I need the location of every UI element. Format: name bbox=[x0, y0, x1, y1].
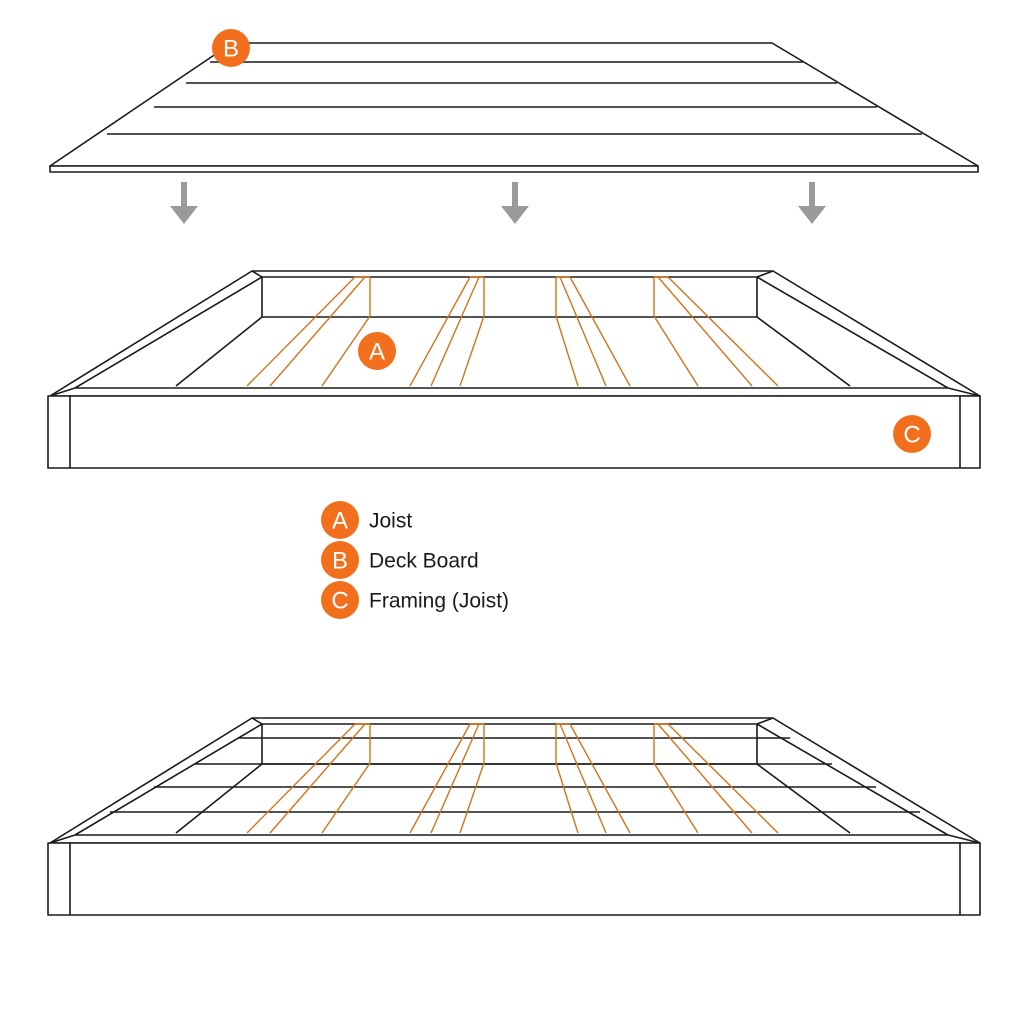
svg-text:Framing (Joist): Framing (Joist) bbox=[369, 590, 509, 613]
joist bbox=[653, 723, 779, 834]
joist bbox=[653, 276, 779, 387]
joist bbox=[246, 723, 371, 834]
joist bbox=[246, 276, 371, 387]
svg-text:A: A bbox=[332, 508, 348, 535]
badge-joist: A bbox=[358, 332, 396, 370]
down-arrow-icon bbox=[170, 182, 198, 224]
down-arrow-icon bbox=[798, 182, 826, 224]
down-arrow-icon bbox=[501, 182, 529, 224]
badge-framing: C bbox=[893, 415, 931, 453]
joist bbox=[555, 723, 631, 834]
joists bbox=[246, 723, 779, 834]
svg-text:B: B bbox=[223, 36, 239, 63]
joist bbox=[555, 276, 631, 387]
svg-text:C: C bbox=[331, 588, 348, 615]
legend-item-framing: C Framing (Joist) bbox=[321, 581, 509, 619]
legend-item-deck-board: B Deck Board bbox=[321, 541, 479, 579]
svg-text:A: A bbox=[369, 339, 385, 366]
legend-item-joist: A Joist bbox=[321, 501, 412, 539]
assembled-deck bbox=[47, 717, 981, 916]
joists bbox=[246, 276, 779, 387]
joist bbox=[409, 276, 485, 387]
svg-text:Deck Board: Deck Board bbox=[369, 550, 479, 573]
svg-text:C: C bbox=[903, 422, 920, 449]
deck-board-panel bbox=[49, 42, 979, 173]
legend: A Joist B Deck Board C Framing (Joist) bbox=[321, 501, 509, 619]
svg-text:Joist: Joist bbox=[369, 510, 412, 533]
framing bbox=[47, 270, 981, 469]
svg-text:B: B bbox=[332, 548, 348, 575]
joist bbox=[409, 723, 485, 834]
badge-deck-board: B bbox=[212, 29, 250, 67]
